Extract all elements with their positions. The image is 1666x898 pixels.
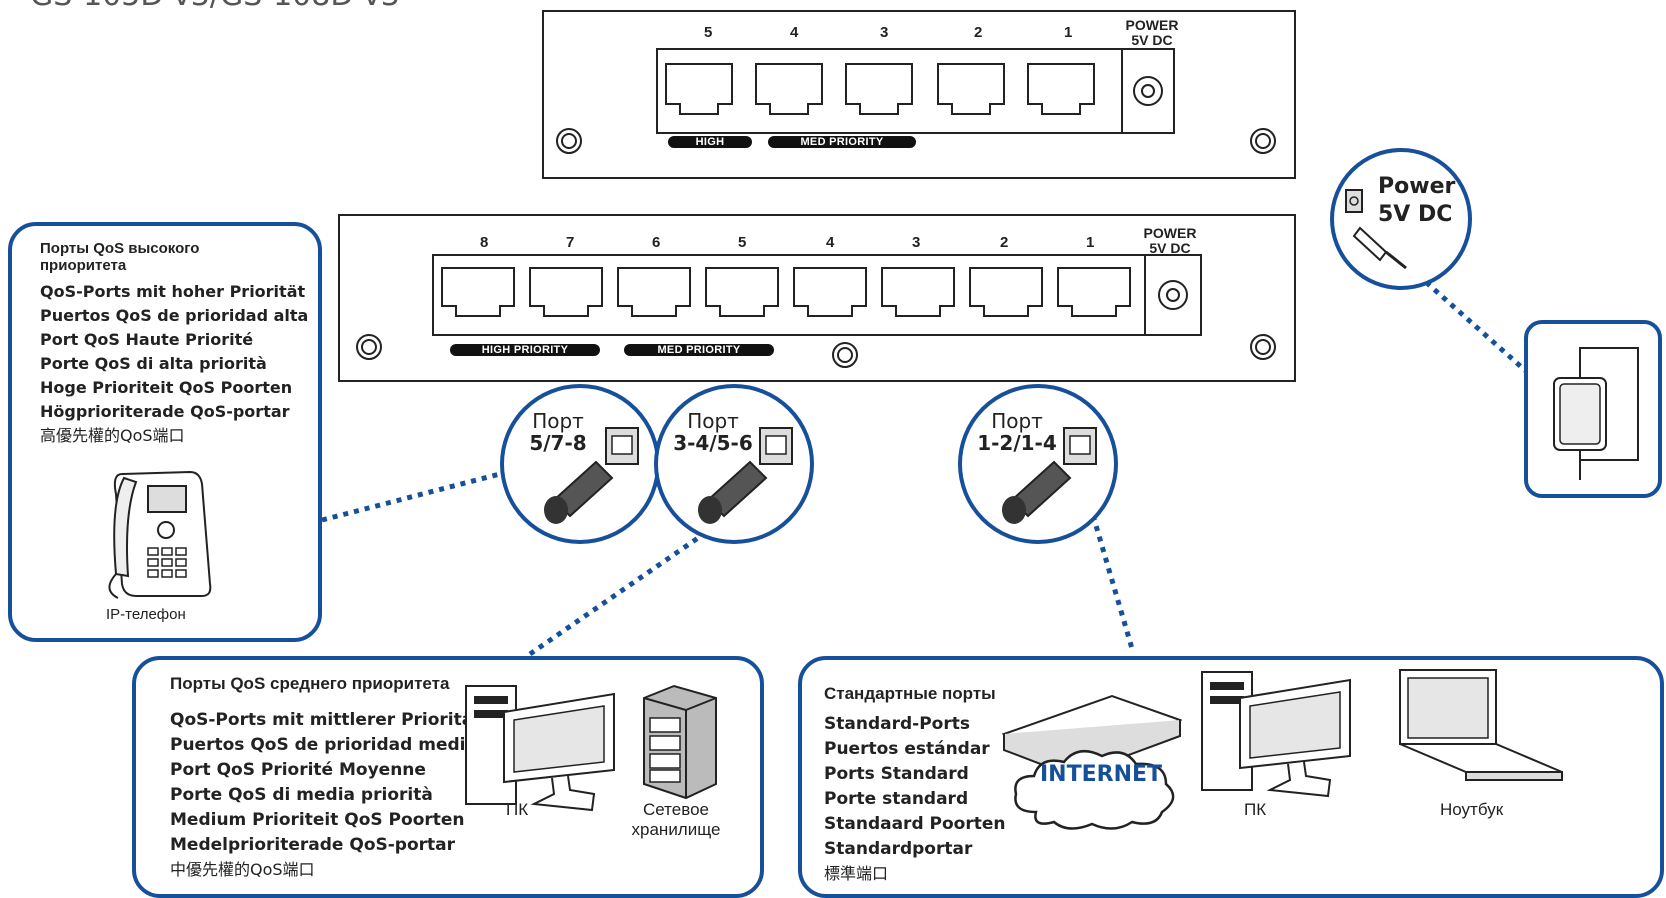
- switch-8-port: 8 7 6 5 4 3 2 1 POWER 5V DC HIGH PRIORIT…: [338, 214, 1296, 382]
- lang-line: Hoge Prioriteit QoS Poorten: [40, 378, 293, 397]
- port-callout-line1: Порт: [687, 409, 739, 433]
- standard-ports-box: Стандартные порты Standard-Ports Puertos…: [798, 656, 1664, 898]
- lang-line: Port QoS Priorité Moyenne: [170, 760, 426, 780]
- lang-line-cjk: 高優先權的QoS端口: [40, 426, 185, 445]
- med-priority-pill: MED PRIORITY: [768, 136, 916, 148]
- power-label-line2: 5V DC: [1131, 32, 1173, 48]
- ip-phone-caption: IP-телефон: [106, 606, 186, 623]
- port-callout-label: Порт 3-4/5-6: [668, 410, 758, 454]
- lang-line: Högprioriterade QoS-portar: [40, 402, 290, 421]
- power-label-line2: 5V DC: [1149, 240, 1191, 256]
- pc-caption: ПК: [506, 800, 529, 819]
- lang-line: Puertos estándar: [824, 739, 990, 759]
- nas-caption: Сетевое хранилище: [631, 800, 721, 839]
- power-callout: Power 5V DC: [1330, 148, 1472, 290]
- lang-line-cjk: 中優先權的QoS端口: [170, 860, 315, 879]
- port-number: 5: [704, 24, 713, 41]
- high-priority-title: Порты QoS высокого приоритета: [40, 240, 200, 274]
- port-callout-line1: Порт: [991, 409, 1043, 433]
- port-number: 3: [880, 24, 889, 41]
- high-priority-pill: HIGH: [668, 136, 752, 148]
- port-number: 5: [738, 234, 747, 251]
- switch-5-port: 5 4 3 2 1 POWER 5V DC HIGH MED PRIORITY: [542, 10, 1296, 179]
- lang-line: Puertos QoS de prioridad alta: [40, 306, 309, 325]
- lang-line: Port QoS Haute Priorité: [40, 330, 254, 349]
- med-priority-title: Порты QoS среднего приоритета: [170, 674, 450, 693]
- power-plug-icon: [1345, 189, 1407, 270]
- standard-ports-lang-list: Standard-Ports Puertos estándar Ports St…: [824, 712, 1006, 886]
- lang-line: QoS-Ports mit hoher Priorität: [40, 282, 306, 301]
- power-callout-line2: 5V DC: [1378, 202, 1453, 227]
- port-panel: [656, 48, 1175, 134]
- internet-cloud-icon: [1014, 749, 1175, 830]
- ethernet-cable-icon: [1002, 427, 1097, 524]
- lang-line-cjk: 標準端口: [824, 864, 889, 883]
- port-number: 8: [480, 234, 489, 251]
- lang-line: Standard-Ports: [824, 714, 970, 734]
- power-label: POWER 5V DC: [1140, 226, 1200, 256]
- lang-line: Standaard Poorten: [824, 814, 1006, 834]
- port-callout-standard: Порт 1-2/1-4: [958, 384, 1118, 544]
- port-callout-line2: 5/7-8: [529, 431, 587, 455]
- lang-line: Porte QoS di alta priorità: [40, 354, 267, 373]
- port-callout-line2: 1-2/1-4: [977, 431, 1057, 455]
- pc-caption: ПК: [1244, 800, 1267, 819]
- port-number: 4: [826, 234, 835, 251]
- internet-label: INTERNET: [1040, 762, 1163, 787]
- port-number: 3: [912, 234, 921, 251]
- high-priority-pill: HIGH PRIORITY: [450, 344, 600, 356]
- port-callout-line2: 3-4/5-6: [673, 431, 753, 455]
- port-number: 2: [1000, 234, 1009, 251]
- lang-line: Standardportar: [824, 839, 973, 859]
- laptop-caption: Ноутбук: [1440, 800, 1504, 819]
- pc-icon: [465, 685, 615, 812]
- nas-icon: [643, 684, 717, 800]
- pc-icon: [1201, 671, 1351, 798]
- port-callout-line1: Порт: [532, 409, 584, 433]
- port-number: 1: [1064, 24, 1073, 41]
- ip-phone-icon: [108, 470, 212, 599]
- page-header-title: GS-105D v3/GS-108D v3: [30, 0, 400, 13]
- mounting-screw: [556, 128, 582, 154]
- lang-line: Medelprioriterade QoS-portar: [170, 835, 456, 855]
- port-number: 7: [566, 234, 575, 251]
- standard-ports-title: Стандартные порты: [824, 684, 996, 703]
- med-priority-box: Порты QoS среднего приоритета QoS-Ports …: [132, 656, 764, 898]
- ethernet-cable-icon: [698, 427, 793, 524]
- port-callout-high: Порт 5/7-8: [500, 384, 660, 544]
- mounting-screw: [356, 334, 382, 360]
- lang-line: Porte standard: [824, 789, 969, 809]
- med-priority-pill: MED PRIORITY: [624, 344, 774, 356]
- ethernet-cable-icon: [544, 427, 639, 524]
- port-number: 6: [652, 234, 661, 251]
- lang-line: Puertos QoS de prioridad media: [170, 735, 477, 755]
- high-priority-box: Порты QoS высокого приоритета QoS-Ports …: [8, 222, 322, 642]
- power-label: POWER 5V DC: [1122, 18, 1182, 48]
- high-priority-lang-list: QoS-Ports mit hoher Priorität Puertos Qo…: [40, 280, 308, 448]
- mounting-screw: [1250, 128, 1276, 154]
- wall-adapter-panel: [1524, 320, 1662, 498]
- port-number: 1: [1086, 234, 1095, 251]
- lang-line: Porte QoS di media priorità: [170, 785, 433, 805]
- lang-line: QoS-Ports mit mittlerer Priorität: [170, 710, 482, 730]
- med-priority-lang-list: QoS-Ports mit mittlerer Priorität Puerto…: [170, 708, 481, 882]
- power-label-line1: POWER: [1125, 17, 1179, 33]
- port-callout-med: Порт 3-4/5-6: [654, 384, 814, 544]
- port-number: 2: [974, 24, 983, 41]
- port-number: 4: [790, 24, 799, 41]
- lang-line: Medium Prioriteit QoS Poorten: [170, 810, 465, 830]
- port-panel: [432, 254, 1202, 336]
- laptop-icon: [1399, 669, 1563, 781]
- port-callout-label: Порт 1-2/1-4: [972, 410, 1062, 454]
- power-callout-line1: Power: [1378, 174, 1456, 199]
- port-callout-label: Порт 5/7-8: [518, 410, 598, 454]
- wall-adapter-icon: [1553, 347, 1639, 480]
- mounting-screw: [1250, 334, 1276, 360]
- lang-line: Ports Standard: [824, 764, 969, 784]
- power-label-line1: POWER: [1143, 225, 1197, 241]
- mounting-screw: [832, 342, 858, 368]
